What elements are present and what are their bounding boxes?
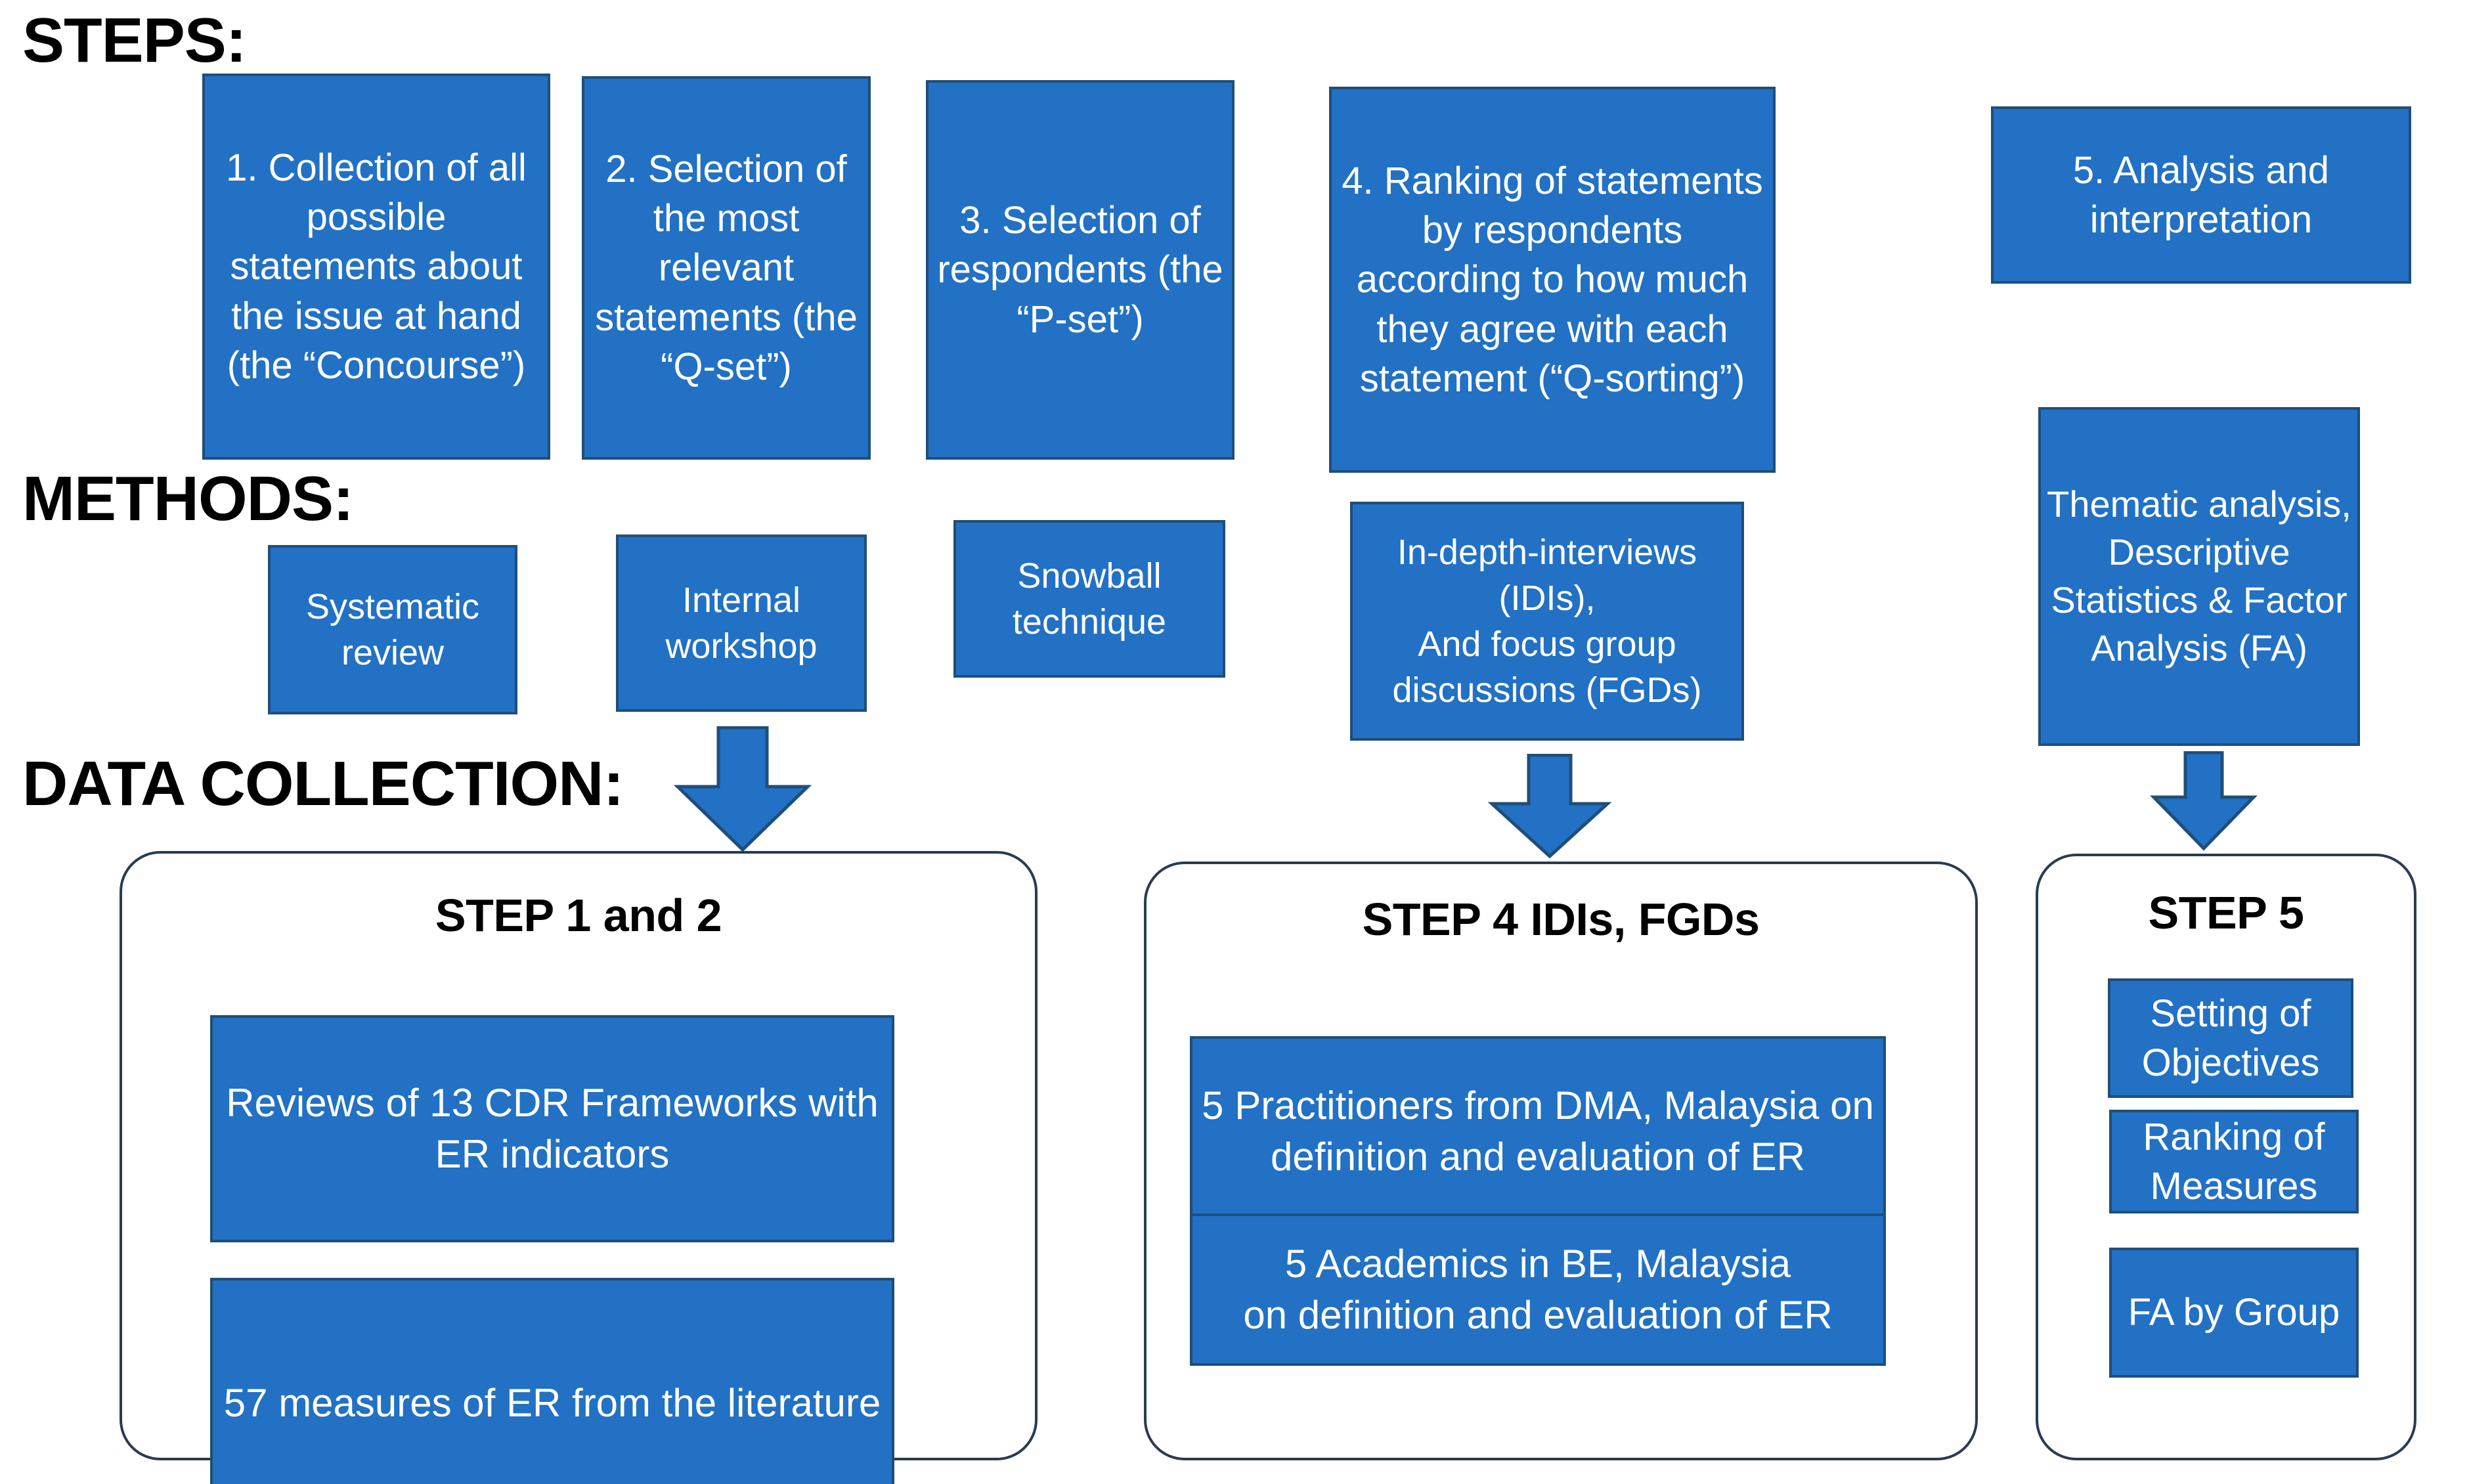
method-box-thematic-analysis-label: Thematic analysis, Descriptive Statistic… bbox=[2047, 483, 2351, 668]
dc-box-57-measures-label: 57 measures of ER from the literature bbox=[223, 1381, 881, 1425]
group-title-step-1-2: STEP 1 and 2 bbox=[435, 890, 722, 941]
step-box-5[interactable]: 5. Analysis and interpretation bbox=[1991, 106, 2411, 284]
step-box-3-label: 3. Selection of respondents (the “P-set”… bbox=[937, 198, 1223, 341]
step-box-2-label: 2. Selection of the most relevant statem… bbox=[595, 147, 858, 389]
group-title-step-4: STEP 4 IDIs, FGDs bbox=[1362, 894, 1760, 945]
row-label-data-collection: DATA COLLECTION: bbox=[22, 749, 624, 819]
dc-box-ranking-measures[interactable]: Ranking of Measures bbox=[2109, 1110, 2359, 1213]
step-box-4[interactable]: 4. Ranking of statements by respondents … bbox=[1329, 87, 1776, 473]
dc-box-5-practitioners-label: 5 Practitioners from DMA, Malaysia on de… bbox=[1202, 1083, 1874, 1179]
dc-box-fa-by-group-label: FA by Group bbox=[2128, 1291, 2340, 1334]
row-label-methods: METHODS: bbox=[22, 464, 354, 534]
method-box-idis-fgds[interactable]: In-depth-interviews (IDIs), And focus gr… bbox=[1350, 502, 1744, 741]
step-box-4-label: 4. Ranking of statements by respondents … bbox=[1342, 159, 1763, 401]
dc-box-ranking-measures-label: Ranking of Measures bbox=[2143, 1115, 2325, 1208]
step-box-5-label: 5. Analysis and interpretation bbox=[2072, 148, 2330, 241]
method-box-idis-fgds-label: In-depth-interviews (IDIs), And focus gr… bbox=[1392, 532, 1702, 710]
method-box-thematic-analysis[interactable]: Thematic analysis, Descriptive Statistic… bbox=[2038, 407, 2360, 746]
arrow-thematic-to-step5 bbox=[2149, 751, 2259, 851]
dc-box-reviews-13-cdr-label: Reviews of 13 CDR Frameworks with ER ind… bbox=[226, 1081, 879, 1176]
dc-box-setting-objectives[interactable]: Setting of Objectives bbox=[2108, 978, 2353, 1098]
step-box-1[interactable]: 1. Collection of all possible statements… bbox=[202, 74, 550, 460]
dc-box-57-measures[interactable]: 57 measures of ER from the literature bbox=[210, 1278, 894, 1484]
arrow-workshop-to-step12 bbox=[670, 726, 816, 852]
dc-box-5-academics[interactable]: 5 Academics in BE, Malaysia on definitio… bbox=[1190, 1213, 1886, 1366]
data-collection-group-step-5: STEP 5 Setting of Objectives Ranking of … bbox=[2036, 854, 2416, 1460]
group-title-step-5: STEP 5 bbox=[2148, 887, 2304, 938]
dc-box-reviews-13-cdr[interactable]: Reviews of 13 CDR Frameworks with ER ind… bbox=[210, 1015, 894, 1242]
dc-box-5-academics-label: 5 Academics in BE, Malaysia on definitio… bbox=[1243, 1242, 1833, 1337]
method-box-internal-workshop-label: Internal workshop bbox=[665, 580, 818, 666]
data-collection-group-step-1-2: STEP 1 and 2 Reviews of 13 CDR Framework… bbox=[120, 851, 1038, 1484]
method-box-systematic-review-label: Systematic review bbox=[305, 586, 480, 672]
dc-box-fa-by-group[interactable]: FA by Group bbox=[2109, 1248, 2359, 1378]
arrow-idi-to-step4 bbox=[1485, 754, 1614, 859]
dc-box-setting-objectives-label: Setting of Objectives bbox=[2141, 992, 2320, 1084]
method-box-snowball-technique[interactable]: Snowball technique bbox=[953, 520, 1225, 678]
data-collection-group-step-4: STEP 4 IDIs, FGDs 5 Practitioners from D… bbox=[1144, 862, 1978, 1460]
method-box-internal-workshop[interactable]: Internal workshop bbox=[616, 535, 867, 712]
step-box-3[interactable]: 3. Selection of respondents (the “P-set”… bbox=[926, 80, 1234, 460]
step-box-1-label: 1. Collection of all possible statements… bbox=[226, 146, 527, 387]
dc-box-5-practitioners[interactable]: 5 Practitioners from DMA, Malaysia on de… bbox=[1190, 1036, 1886, 1227]
method-box-snowball-technique-label: Snowball technique bbox=[1012, 556, 1167, 642]
method-box-systematic-review[interactable]: Systematic review bbox=[268, 545, 517, 714]
step-box-2[interactable]: 2. Selection of the most relevant statem… bbox=[582, 76, 871, 460]
row-label-steps: STEPS: bbox=[22, 5, 247, 76]
